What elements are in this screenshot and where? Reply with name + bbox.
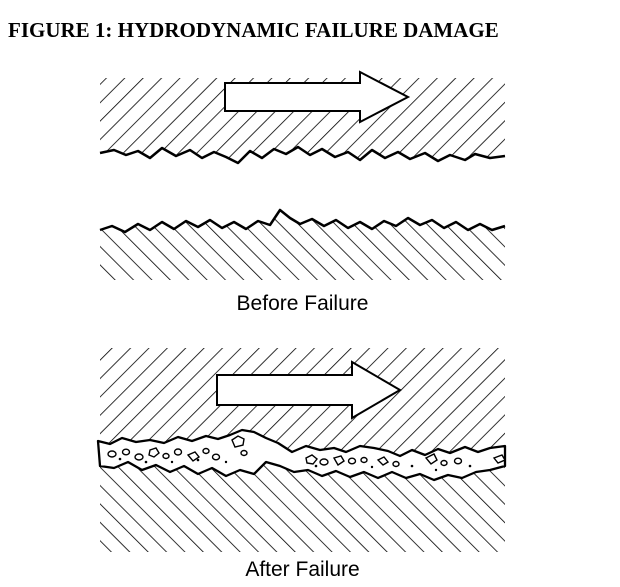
before-upper-edge	[99, 145, 506, 165]
debris-particles	[107, 435, 507, 468]
figure-title: FIGURE 1: HYDRODYNAMIC FAILURE DAMAGE	[8, 18, 499, 42]
after-panel	[96, 348, 507, 552]
before-lower-surface	[100, 210, 505, 280]
right-arrow-icon	[224, 70, 411, 124]
after-lower-surface	[100, 462, 505, 552]
right-arrow-icon	[216, 360, 402, 420]
before-caption: Before Failure	[236, 292, 369, 315]
before-lower-edge	[99, 208, 506, 234]
debris-band	[96, 428, 507, 482]
debris-dots	[118, 457, 472, 472]
before-panel	[99, 70, 506, 280]
after-caption: After Failure	[245, 558, 360, 581]
